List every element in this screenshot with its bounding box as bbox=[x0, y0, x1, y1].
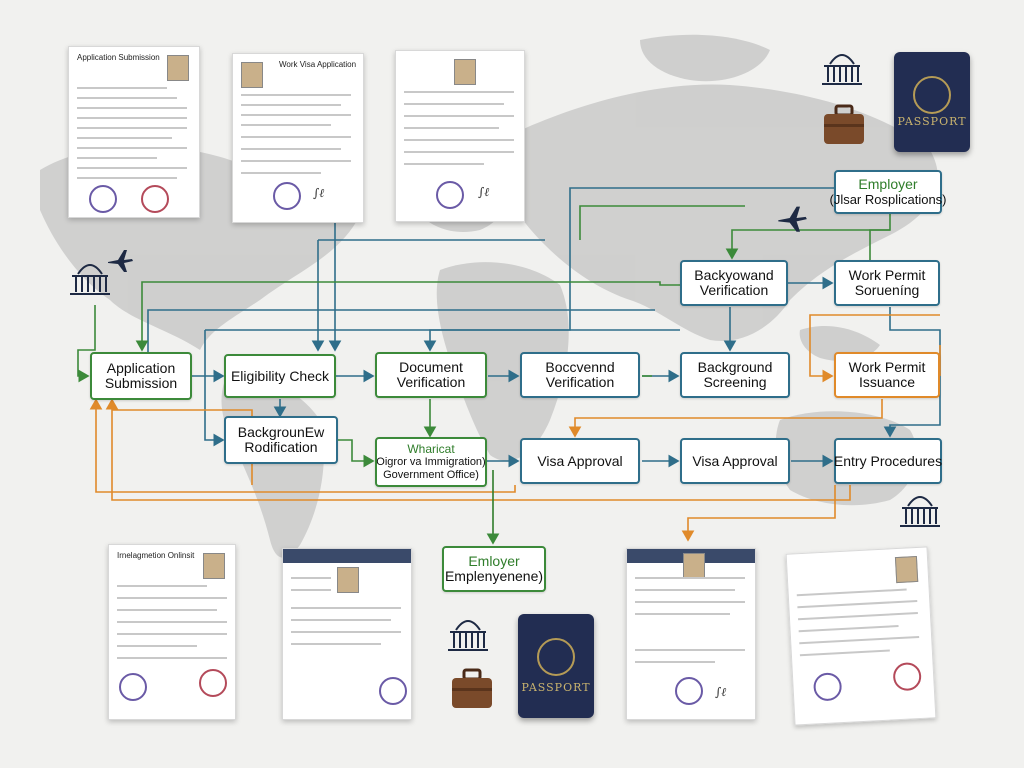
airplane-icon bbox=[778, 206, 807, 232]
passport-icon: PASSPORT bbox=[894, 52, 970, 152]
briefcase-icon bbox=[824, 104, 864, 144]
employer-node[interactable]: Employer (Jlsar Rosplications) bbox=[829, 170, 947, 214]
government-building-icon bbox=[822, 54, 862, 85]
approval-form-document bbox=[282, 548, 412, 720]
node-label: Eligibility Check bbox=[230, 367, 330, 384]
immigration-form-document: Irnelagmetion Onlinsit bbox=[108, 544, 236, 720]
node-label: Oigror va Immigration) bbox=[376, 455, 486, 468]
airplane-icon bbox=[108, 250, 133, 272]
node-label: Verification bbox=[699, 282, 769, 298]
photo-placeholder bbox=[337, 567, 359, 593]
node-label: Work Permit bbox=[848, 359, 926, 375]
node-label: Issuance bbox=[858, 374, 916, 390]
stamp-icon bbox=[892, 661, 922, 692]
eligibility-check-node[interactable]: Eligibility Check bbox=[224, 354, 336, 398]
node-label: BackgrounEw bbox=[237, 424, 325, 440]
node-label: Backyowand bbox=[694, 267, 774, 283]
photo-placeholder bbox=[454, 59, 476, 85]
stamp-icon bbox=[89, 185, 117, 213]
node-label: Document bbox=[399, 359, 463, 375]
node-label: Visa Approval bbox=[537, 452, 623, 469]
photo-placeholder bbox=[167, 55, 189, 81]
stamp-icon bbox=[141, 185, 169, 213]
node-label: Sorueníng bbox=[854, 282, 920, 298]
briefcase-icon bbox=[452, 668, 492, 708]
node-label: (Jlsar Rosplications) bbox=[829, 192, 947, 207]
passport-label: PASSPORT bbox=[897, 115, 967, 128]
document-title: Application Submission bbox=[77, 53, 160, 62]
visa-approval-node[interactable]: Visa Approval bbox=[680, 438, 790, 484]
work-permit-sorening-node[interactable]: Work Permit Sorueníng bbox=[834, 260, 940, 306]
government-office-node[interactable]: Wharicat Oigror va Immigration) Governme… bbox=[375, 437, 487, 487]
node-label: Work Permit bbox=[848, 267, 926, 283]
stamp-icon bbox=[273, 182, 301, 210]
node-label: Entry Procedures bbox=[833, 452, 943, 469]
document-verification-node[interactable]: Document Verification bbox=[375, 352, 487, 398]
boccvennd-verification-node[interactable]: Boccvennd Verification bbox=[520, 352, 640, 398]
node-label: Submission bbox=[104, 375, 178, 391]
node-label: Government Office) bbox=[383, 468, 479, 481]
photo-placeholder bbox=[683, 553, 705, 579]
backgrounew-rodification-node[interactable]: BackgrounEw Rodification bbox=[224, 416, 338, 464]
document-title: Work Visa Application bbox=[279, 60, 357, 69]
stamp-icon bbox=[436, 181, 464, 209]
visa-form-document: ∫ℓ bbox=[395, 50, 525, 222]
photo-placeholder bbox=[241, 62, 263, 88]
stamp-icon bbox=[675, 677, 703, 705]
photo-placeholder bbox=[203, 553, 225, 579]
node-label: Boccvennd bbox=[545, 359, 615, 375]
application-submission-node[interactable]: Application Submission bbox=[90, 352, 192, 400]
signature: ∫ℓ bbox=[715, 685, 727, 699]
stamp-icon bbox=[379, 677, 407, 705]
stamp-icon bbox=[199, 669, 227, 697]
passport-icon: PASSPORT bbox=[518, 614, 594, 718]
document-title: Irnelagmetion Onlinsit bbox=[117, 551, 195, 560]
work-permit-issuance-node[interactable]: Work Permit Issuance bbox=[834, 352, 940, 398]
government-building-icon bbox=[70, 264, 110, 295]
node-label: Verification bbox=[545, 374, 615, 390]
node-label: Emplenyenene) bbox=[444, 568, 544, 584]
emblem-icon bbox=[537, 638, 575, 676]
photo-placeholder bbox=[894, 555, 919, 584]
background-screening-node[interactable]: Background Screening bbox=[680, 352, 790, 398]
node-label: Screening bbox=[703, 374, 767, 390]
node-label: Emloyer bbox=[468, 553, 520, 569]
node-label: Wharicat bbox=[407, 441, 455, 456]
node-label: Background bbox=[697, 359, 773, 375]
emblem-icon bbox=[913, 76, 951, 114]
node-label: Visa Approval bbox=[692, 452, 778, 469]
node-label: Application bbox=[106, 360, 176, 376]
node-label: Verification bbox=[396, 374, 466, 390]
backyowand-verification-node[interactable]: Backyowand Verification bbox=[680, 260, 788, 306]
entry-form-document bbox=[785, 546, 937, 726]
visa-approval-node[interactable]: Visa Approval bbox=[520, 438, 640, 484]
employer-bottom-node[interactable]: Emloyer Emplenyenene) bbox=[442, 546, 546, 592]
government-building-icon bbox=[448, 620, 488, 651]
work-visa-application-document: Work Visa Application ∫ℓ bbox=[232, 53, 364, 223]
signature: ∫ℓ bbox=[478, 185, 490, 199]
signature: ∫ℓ bbox=[313, 186, 325, 200]
government-building-icon bbox=[900, 496, 940, 527]
permit-form-document: ∫ℓ bbox=[626, 548, 756, 720]
stamp-icon bbox=[812, 672, 843, 702]
entry-procedures-node[interactable]: Entry Procedures bbox=[834, 438, 942, 484]
passport-label: PASSPORT bbox=[521, 681, 591, 694]
node-label: Rodification bbox=[244, 439, 318, 455]
header-bar bbox=[283, 549, 411, 563]
node-label: Employer bbox=[858, 176, 918, 192]
application-form-document: Application Submission bbox=[68, 46, 200, 218]
stamp-icon bbox=[119, 673, 147, 701]
